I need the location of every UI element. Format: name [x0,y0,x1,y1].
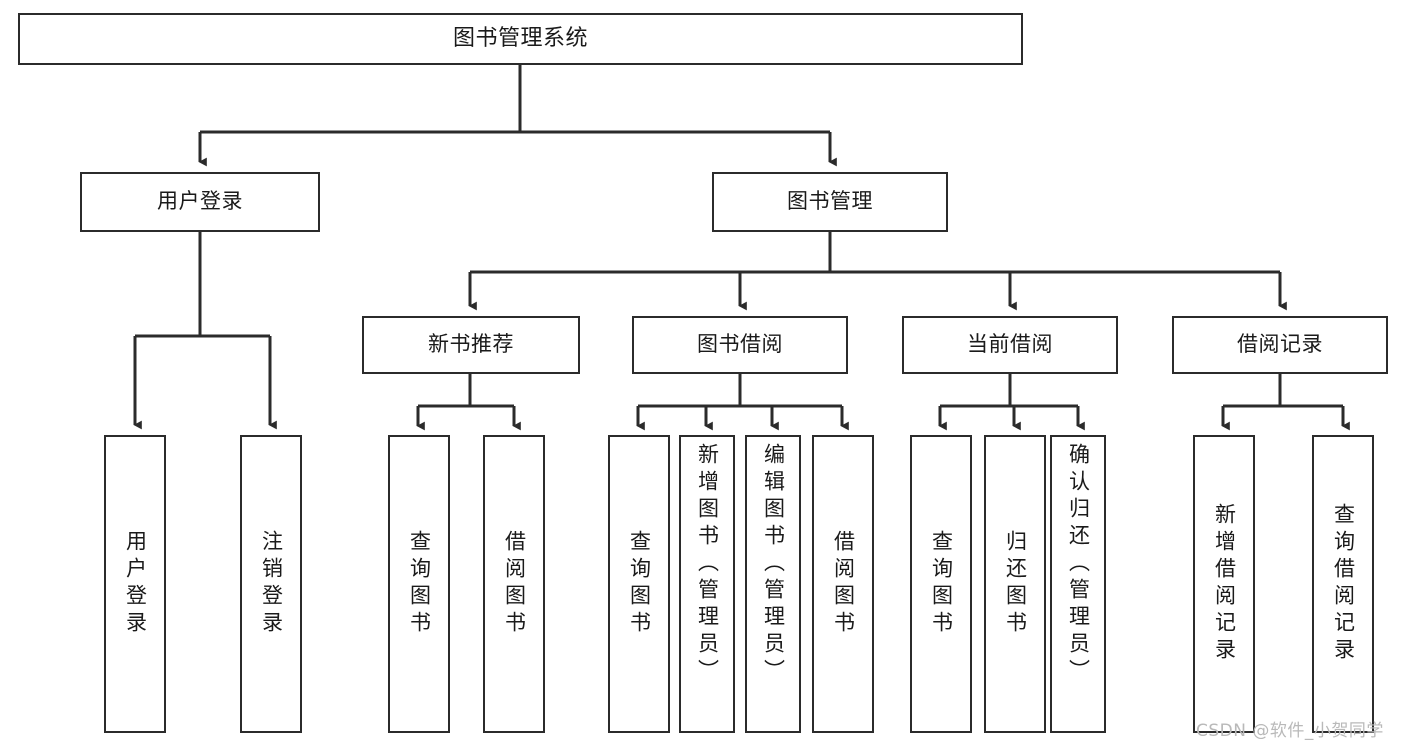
node-leaf-user-logout-label: 注销登录 [259,530,284,638]
node-book-manage[interactable]: 图书管理 [712,172,948,232]
node-leaf-cur-confirm-label: 确认归还（管理员） [1066,443,1091,686]
node-leaf-record-add[interactable]: 新增借阅记录 [1193,435,1255,733]
node-leaf-borrow-edit[interactable]: 编辑图书（管理员） [745,435,801,733]
node-leaf-rec-borrow-label: 借阅图书 [502,530,527,638]
node-borrow-record-label: 借阅记录 [1237,332,1323,357]
node-leaf-record-search[interactable]: 查询借阅记录 [1312,435,1374,733]
node-leaf-cur-return-label: 归还图书 [1003,530,1028,638]
node-leaf-borrow-query[interactable]: 查询图书 [608,435,670,733]
node-leaf-user-login-label: 用户登录 [123,530,148,638]
node-leaf-record-add-label: 新增借阅记录 [1212,503,1237,665]
node-leaf-borrow-lend-label: 借阅图书 [831,530,856,638]
node-leaf-borrow-add-label: 新增图书（管理员） [695,443,720,686]
node-book-borrow-label: 图书借阅 [697,332,783,357]
node-leaf-rec-query[interactable]: 查询图书 [388,435,450,733]
node-borrow-record[interactable]: 借阅记录 [1172,316,1388,374]
node-leaf-borrow-edit-label: 编辑图书（管理员） [761,443,786,686]
node-leaf-record-search-label: 查询借阅记录 [1331,503,1356,665]
node-user-login-label: 用户登录 [157,189,243,214]
node-root-label: 图书管理系统 [452,25,588,51]
node-leaf-rec-borrow[interactable]: 借阅图书 [483,435,545,733]
node-leaf-cur-query[interactable]: 查询图书 [910,435,972,733]
node-new-book-rec[interactable]: 新书推荐 [362,316,580,374]
node-leaf-rec-query-label: 查询图书 [407,530,432,638]
node-leaf-user-logout[interactable]: 注销登录 [240,435,302,733]
node-leaf-cur-return[interactable]: 归还图书 [984,435,1046,733]
node-leaf-borrow-add[interactable]: 新增图书（管理员） [679,435,735,733]
node-current-borrow[interactable]: 当前借阅 [902,316,1118,374]
node-root[interactable]: 图书管理系统 [18,13,1023,65]
node-book-borrow[interactable]: 图书借阅 [632,316,848,374]
node-leaf-cur-query-label: 查询图书 [929,530,954,638]
node-leaf-borrow-lend[interactable]: 借阅图书 [812,435,874,733]
node-leaf-user-login[interactable]: 用户登录 [104,435,166,733]
node-book-manage-label: 图书管理 [787,189,873,214]
node-leaf-cur-confirm[interactable]: 确认归还（管理员） [1050,435,1106,733]
node-current-borrow-label: 当前借阅 [967,332,1053,357]
node-leaf-borrow-query-label: 查询图书 [627,530,652,638]
node-new-book-rec-label: 新书推荐 [428,332,514,357]
node-user-login[interactable]: 用户登录 [80,172,320,232]
csdn-watermark: CSDN @软件_小贺同学 [1196,721,1384,741]
